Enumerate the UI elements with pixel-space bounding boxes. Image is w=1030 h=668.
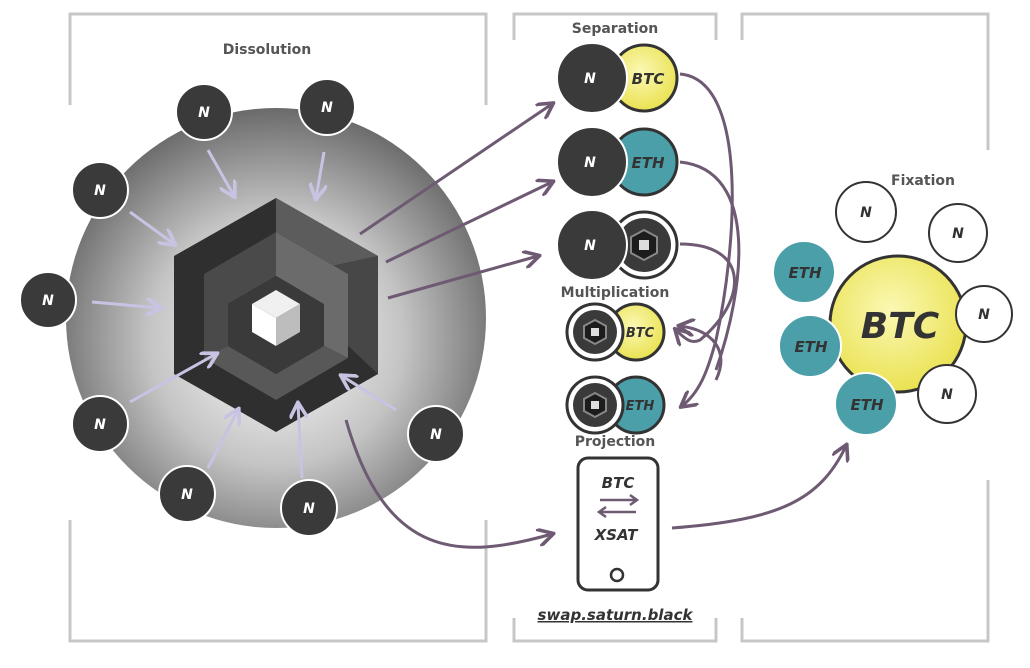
projection-title: Projection bbox=[575, 434, 655, 450]
svg-text:N: N bbox=[321, 100, 333, 116]
svg-text:BTC: BTC bbox=[861, 306, 940, 347]
svg-text:N: N bbox=[94, 183, 106, 199]
eth-label: ETH bbox=[631, 154, 664, 172]
svg-text:N: N bbox=[860, 205, 872, 221]
dissolution-n-nodes: N N N N N N N N bbox=[19, 78, 465, 537]
n-node-white: N bbox=[955, 285, 1013, 343]
dissolution-title: Dissolution bbox=[223, 42, 312, 58]
separation-title: Separation bbox=[572, 21, 658, 37]
svg-text:ETH: ETH bbox=[850, 396, 883, 414]
inflow-arrows bbox=[91, 149, 397, 479]
saturn-hex-icon bbox=[174, 198, 378, 432]
projection-phone: BTC XSAT bbox=[576, 456, 660, 592]
fixation-title: Fixation bbox=[891, 173, 955, 189]
flow-arrows bbox=[344, 72, 846, 549]
svg-text:N: N bbox=[941, 387, 953, 403]
eth-coin: ETH bbox=[778, 314, 842, 378]
eth-coin: ETH bbox=[834, 372, 898, 436]
n-node: N bbox=[407, 405, 465, 463]
separation-n-saturn-pair: N bbox=[556, 209, 679, 281]
eth-label: ETH bbox=[626, 399, 655, 414]
n-node: N bbox=[71, 161, 129, 219]
separation-n-btc-pair: N BTC bbox=[556, 42, 679, 114]
n-node: N bbox=[71, 395, 129, 453]
n-node: N bbox=[158, 465, 216, 523]
svg-text:N: N bbox=[181, 487, 193, 503]
svg-text:N: N bbox=[198, 105, 210, 121]
btc-label: BTC bbox=[626, 326, 655, 341]
n-node: N bbox=[175, 83, 233, 141]
swap-arrows-icon bbox=[596, 493, 640, 519]
n-node-white: N bbox=[928, 203, 988, 263]
n-node-white: N bbox=[917, 364, 977, 424]
separation-n-eth-pair: N ETH bbox=[556, 126, 679, 198]
fixation-cluster: N N ETH BTC N ETH ETH N bbox=[772, 181, 1013, 436]
swap-link[interactable]: swap.saturn.black bbox=[538, 606, 694, 624]
n-node: N bbox=[298, 78, 356, 136]
multiplication-saturn-eth-pair: ETH bbox=[565, 375, 666, 435]
phone-btc-label: BTC bbox=[602, 474, 635, 492]
phone-home-button bbox=[609, 567, 625, 583]
svg-text:N: N bbox=[42, 293, 54, 309]
section-frames bbox=[68, 12, 990, 643]
svg-text:N: N bbox=[430, 427, 442, 443]
svg-text:N: N bbox=[94, 417, 106, 433]
n-node: N bbox=[19, 271, 77, 329]
eth-coin: ETH bbox=[772, 240, 836, 304]
n-label: N bbox=[584, 71, 596, 87]
svg-text:N: N bbox=[978, 307, 990, 323]
multiplication-saturn-btc-pair: BTC bbox=[565, 302, 666, 362]
svg-text:ETH: ETH bbox=[794, 338, 827, 356]
multiplication-title: Multiplication bbox=[561, 285, 670, 301]
phone-xsat-label: XSAT bbox=[594, 526, 640, 544]
svg-text:ETH: ETH bbox=[788, 264, 821, 282]
n-node: N bbox=[280, 479, 338, 537]
n-node-white: N bbox=[835, 181, 897, 243]
n-label: N bbox=[584, 238, 596, 254]
svg-text:N: N bbox=[303, 501, 315, 517]
n-label: N bbox=[584, 155, 596, 171]
svg-text:N: N bbox=[952, 226, 964, 242]
btc-label: BTC bbox=[632, 70, 665, 88]
